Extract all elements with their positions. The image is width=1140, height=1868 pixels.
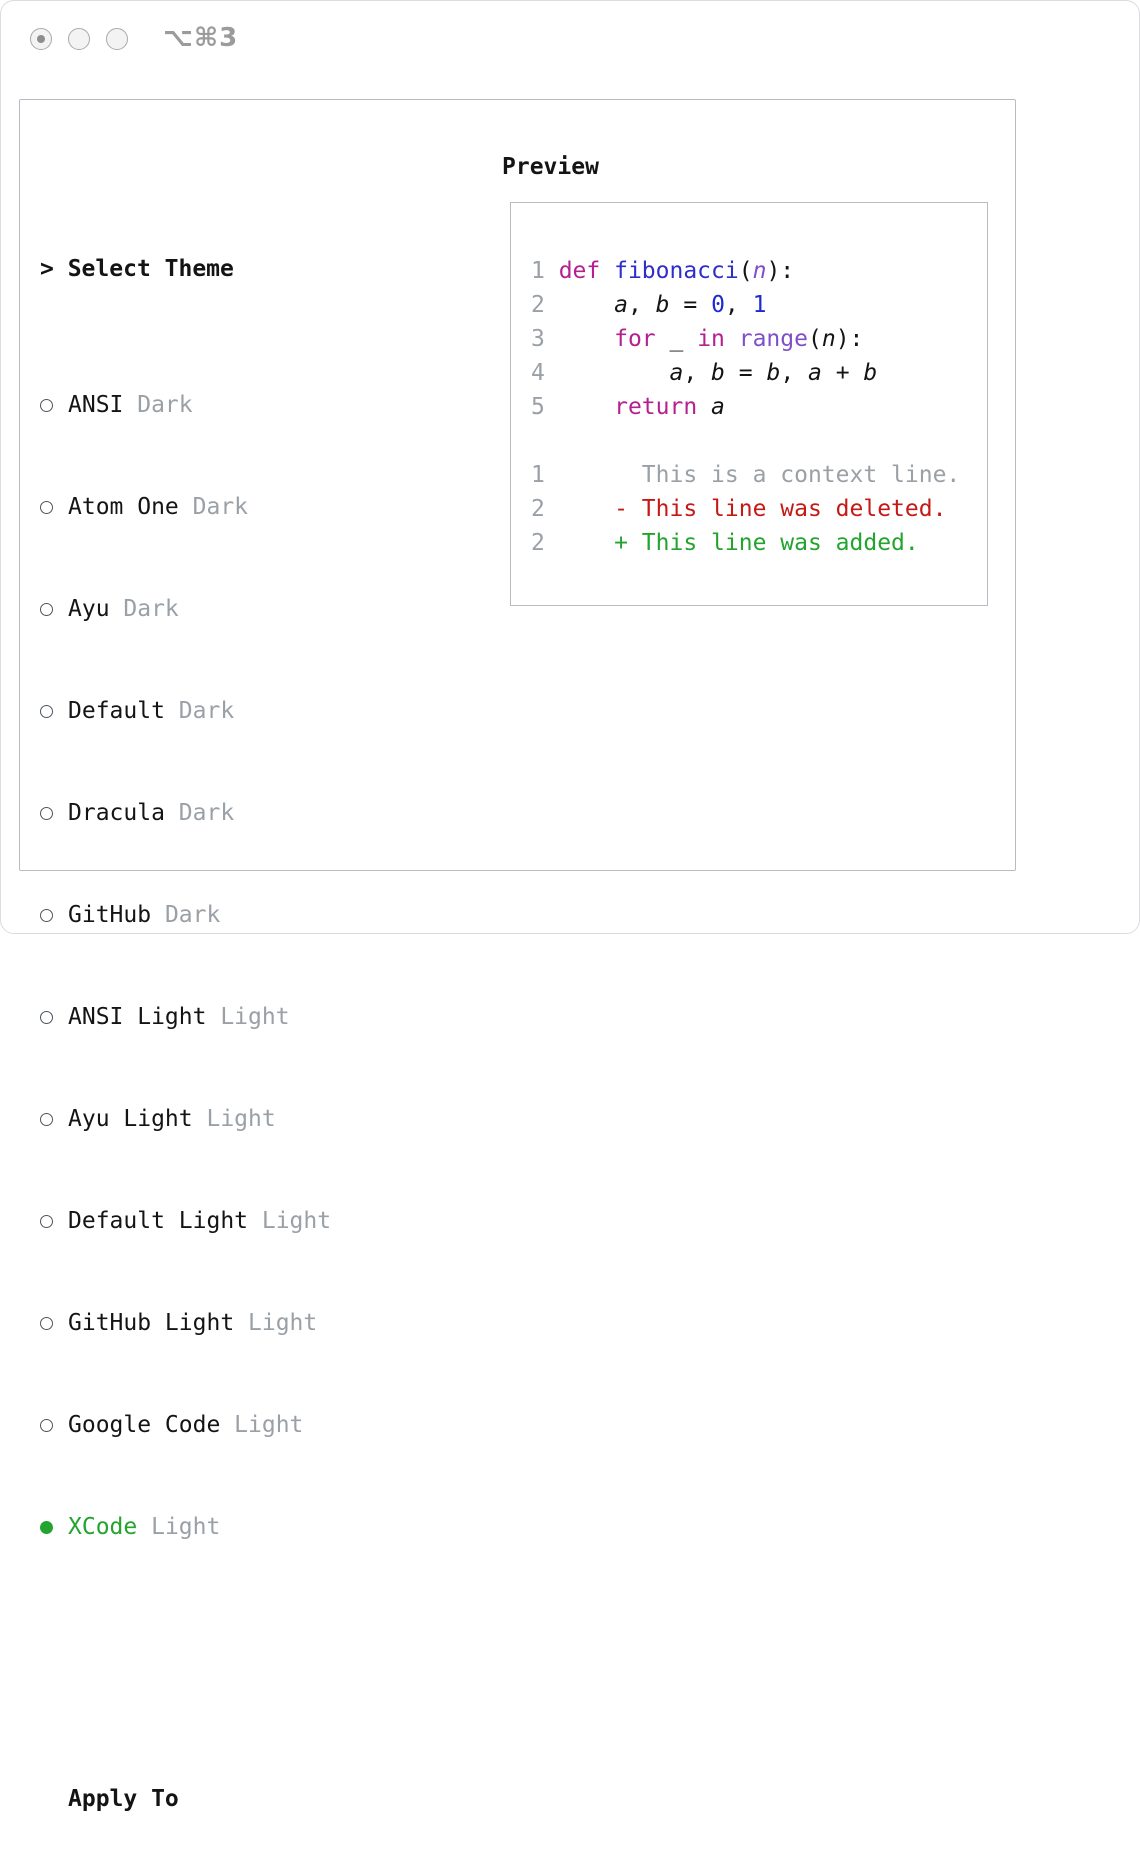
line-number: 3 (531, 326, 559, 352)
line-number: 5 (531, 394, 559, 420)
window-control-minimize[interactable] (68, 28, 90, 50)
code-line: 1 def fibonacci(n): (531, 258, 795, 284)
radio-icon (40, 1112, 53, 1126)
radio-icon (40, 1316, 53, 1330)
theme-name: GitHub Light (68, 1310, 235, 1336)
theme-option-ansi-dark[interactable]: ANSI Dark (40, 388, 428, 422)
theme-option-atom-one-dark[interactable]: Atom One Dark (40, 490, 428, 524)
diff-line-added: 2 + This line was added. (531, 530, 919, 556)
code-line: 3 for _ in range(n): (531, 326, 864, 352)
theme-variant: Dark (178, 800, 235, 826)
theme-variant: Light (261, 1208, 332, 1234)
theme-variant: Light (206, 1106, 276, 1132)
theme-option-ansi-light[interactable]: ANSI Light Light (40, 1000, 428, 1034)
line-number: 2 (531, 292, 559, 318)
window-title-shortcut: ⌥⌘3 (163, 23, 239, 53)
theme-option-default-light[interactable]: Default Light Light (40, 1204, 428, 1238)
apply-to-title: Apply To (68, 1786, 179, 1812)
theme-name: ANSI Light (68, 1004, 207, 1030)
theme-option-github-light[interactable]: GitHub Light Light (40, 1306, 428, 1340)
code-line: 5 return a (531, 394, 725, 420)
theme-name: Dracula (68, 800, 165, 826)
code-line: 4 a, b = b, a + b (531, 360, 878, 386)
theme-name: XCode (68, 1514, 138, 1540)
radio-selected-icon (40, 1520, 53, 1534)
theme-option-ayu-dark[interactable]: Ayu Dark (40, 592, 428, 626)
app-window: ⌥⌘3 > Select Theme ANSI Dark Atom One Da… (0, 0, 1140, 1812)
radio-icon (40, 806, 53, 820)
select-theme-header: > Select Theme (40, 252, 428, 286)
theme-variant: Light (220, 1004, 290, 1030)
theme-name: GitHub (68, 902, 152, 928)
theme-option-github-dark[interactable]: GitHub Dark (40, 898, 428, 932)
diff-line-context: 1 This is a context line. (531, 462, 961, 488)
theme-name: Default (68, 698, 165, 724)
radio-icon (40, 1010, 53, 1024)
record-indicator-dot (37, 35, 45, 43)
theme-list: > Select Theme ANSI Dark Atom One Dark A… (40, 150, 428, 1868)
diff-line-deleted: 2 - This line was deleted. (531, 496, 947, 522)
theme-variant: Dark (164, 902, 221, 928)
line-number: 2 (531, 496, 559, 522)
radio-icon (40, 398, 53, 412)
theme-option-xcode[interactable]: XCode Light (40, 1510, 428, 1544)
theme-variant: Dark (178, 698, 235, 724)
radio-icon (40, 908, 53, 922)
theme-name: Default Light (68, 1208, 249, 1234)
blank-line (531, 424, 987, 458)
window-control-maximize[interactable] (106, 28, 128, 50)
theme-option-default-dark[interactable]: Default Dark (40, 694, 428, 728)
theme-name: Ayu (68, 596, 110, 622)
select-theme-title: Select Theme (67, 256, 234, 282)
theme-variant: Dark (192, 494, 249, 520)
theme-variant: Dark (137, 392, 193, 418)
theme-name: Google Code (68, 1412, 221, 1438)
apply-to-header: Apply To (40, 1782, 428, 1816)
theme-picker-panel: > Select Theme ANSI Dark Atom One Dark A… (19, 99, 1016, 1812)
radio-icon (40, 602, 53, 616)
radio-icon (40, 1214, 53, 1228)
radio-icon (40, 704, 53, 718)
code-line: 2 a, b = 0, 1 (531, 292, 767, 318)
theme-variant: Light (248, 1310, 318, 1336)
radio-icon (40, 500, 53, 514)
theme-variant: Light (151, 1514, 221, 1540)
theme-option-google-code[interactable]: Google Code Light (40, 1408, 428, 1442)
theme-variant: Light (234, 1412, 304, 1438)
line-number: 1 (531, 258, 559, 284)
theme-variant: Dark (123, 596, 179, 622)
line-number: 2 (531, 530, 559, 556)
theme-option-ayu-light[interactable]: Ayu Light Light (40, 1102, 428, 1136)
window-control-record[interactable] (30, 28, 52, 50)
theme-name: Atom One (68, 494, 179, 520)
theme-option-dracula-dark[interactable]: Dracula Dark (40, 796, 428, 830)
preview-title: Preview (502, 154, 599, 180)
theme-name: ANSI (68, 392, 124, 418)
prompt-caret: > (40, 256, 68, 282)
preview-pane: 1 def fibonacci(n): 2 a, b = 0, 1 3 for … (510, 202, 988, 606)
line-number: 4 (531, 360, 559, 386)
radio-icon (40, 1418, 53, 1432)
line-number: 1 (531, 462, 559, 488)
theme-name: Ayu Light (68, 1106, 193, 1132)
